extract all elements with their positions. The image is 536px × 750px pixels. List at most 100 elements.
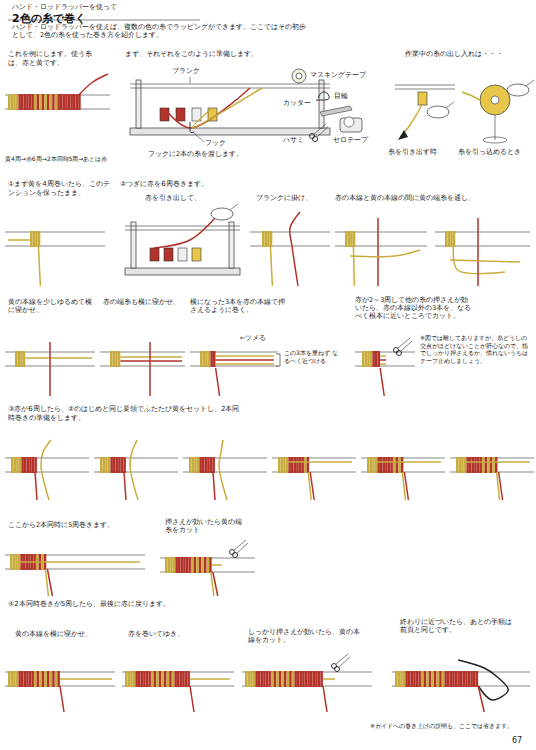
thread-wrap <box>156 671 159 687</box>
thread-wrap <box>405 671 408 687</box>
thread <box>49 342 51 396</box>
thread-wrap <box>138 671 141 687</box>
thread-wrap <box>393 457 396 473</box>
spool <box>418 92 427 105</box>
note-text: 終わりに近づいたら、あとの手順は前頁と同じです。 <box>400 618 518 634</box>
thread-wrap <box>289 671 292 687</box>
thread-wrap <box>34 457 37 473</box>
thread-wrap <box>174 671 177 687</box>
thread-wrap <box>65 94 68 110</box>
thread-wrap <box>21 94 24 110</box>
thread <box>478 686 484 712</box>
thread <box>154 218 215 248</box>
thread-wrap <box>15 351 18 367</box>
masking-tape <box>292 69 306 83</box>
thread-wrap <box>13 554 16 570</box>
note-text: 押さえが効いたら黄の端糸をカット <box>165 518 245 534</box>
thread-wrap <box>182 671 185 687</box>
note-text: 赤を引き出して、 <box>145 194 201 202</box>
thread-wrap <box>442 671 445 687</box>
thread <box>310 472 314 500</box>
thread-wrap <box>210 457 213 473</box>
thread-wrap <box>439 671 442 687</box>
scissors <box>317 127 328 137</box>
thread-wrap <box>8 94 11 110</box>
thread <box>216 355 274 357</box>
thread-wrap <box>468 671 471 687</box>
thread-wrap <box>19 457 22 473</box>
thread <box>377 218 379 286</box>
thread-wrap <box>297 671 300 687</box>
thread-wrap <box>14 457 17 473</box>
thread-wrap <box>57 94 60 110</box>
thread-wrap <box>288 457 291 473</box>
thread-wrap <box>199 557 202 573</box>
stand-post <box>131 222 136 268</box>
thread-wrap <box>76 94 79 110</box>
thread-wrap <box>135 671 138 687</box>
thread-wrap <box>178 557 181 573</box>
thread <box>60 686 64 712</box>
thread-wrap <box>18 554 21 570</box>
note-text: ※ガイドへの巻き上げの説明も、ここでは省きます。 <box>370 722 513 730</box>
thread-wrap <box>187 671 190 687</box>
thread-wrap <box>47 671 50 687</box>
thread-wrap <box>133 671 136 687</box>
thread-wrap <box>29 94 32 110</box>
thread-wrap <box>13 94 16 110</box>
blank-rod <box>125 230 240 231</box>
thread-wrap <box>188 557 191 573</box>
thread-wrap <box>8 671 11 687</box>
thread-wrap <box>209 557 212 573</box>
note-text: まず、それぞれをこのように準備します。 <box>125 50 295 59</box>
thread-wrap <box>21 457 24 473</box>
thread-wrap <box>403 671 406 687</box>
thread-wrap <box>380 457 383 473</box>
thread-wrap <box>456 457 459 473</box>
note-text: ハンド・ロッドラッパーを使って <box>12 3 117 12</box>
thread-wrap <box>250 671 253 687</box>
thread-wrap <box>103 457 106 473</box>
thread-wrap <box>372 457 375 473</box>
thread-wrap <box>141 671 144 687</box>
thread-wrap <box>294 457 297 473</box>
thread-wrap <box>21 671 24 687</box>
thread-wrap <box>253 671 256 687</box>
thread-wrap <box>125 671 128 687</box>
note-text: 黄4周→赤6周→2本同時5周→あとは赤 <box>5 155 140 163</box>
thread-wrap <box>44 671 47 687</box>
thread-wrap <box>186 557 189 573</box>
thread <box>323 686 327 712</box>
thread <box>375 461 441 463</box>
thread-wrap <box>395 671 398 687</box>
thread-wrap <box>348 231 351 247</box>
thread-wrap <box>276 671 279 687</box>
scissors <box>401 341 412 351</box>
thread-wrap <box>469 457 472 473</box>
thread-wrap <box>52 94 55 110</box>
hand <box>211 208 233 220</box>
thread-wrap <box>208 351 211 367</box>
thread <box>353 246 354 286</box>
thread <box>290 212 300 286</box>
thread-wrap <box>78 94 81 110</box>
thread-wrap <box>375 351 378 367</box>
masking-tape <box>296 73 302 79</box>
scissors <box>397 351 402 356</box>
thread-wrap <box>477 457 480 473</box>
thread-wrap <box>10 554 13 570</box>
thread-wrap <box>203 351 206 367</box>
thread-wrap <box>44 94 47 110</box>
thread-wrap <box>482 457 485 473</box>
spool <box>176 108 185 121</box>
thread-wrap <box>172 671 175 687</box>
thread-wrap <box>320 671 323 687</box>
thread-wrap <box>287 671 290 687</box>
thread <box>350 250 420 257</box>
thread-wrap <box>70 94 73 110</box>
thread-wrap <box>169 671 172 687</box>
thread-wrap <box>154 671 157 687</box>
thread-wrap <box>307 671 310 687</box>
thread-wrap <box>398 671 401 687</box>
scissors <box>310 134 315 139</box>
